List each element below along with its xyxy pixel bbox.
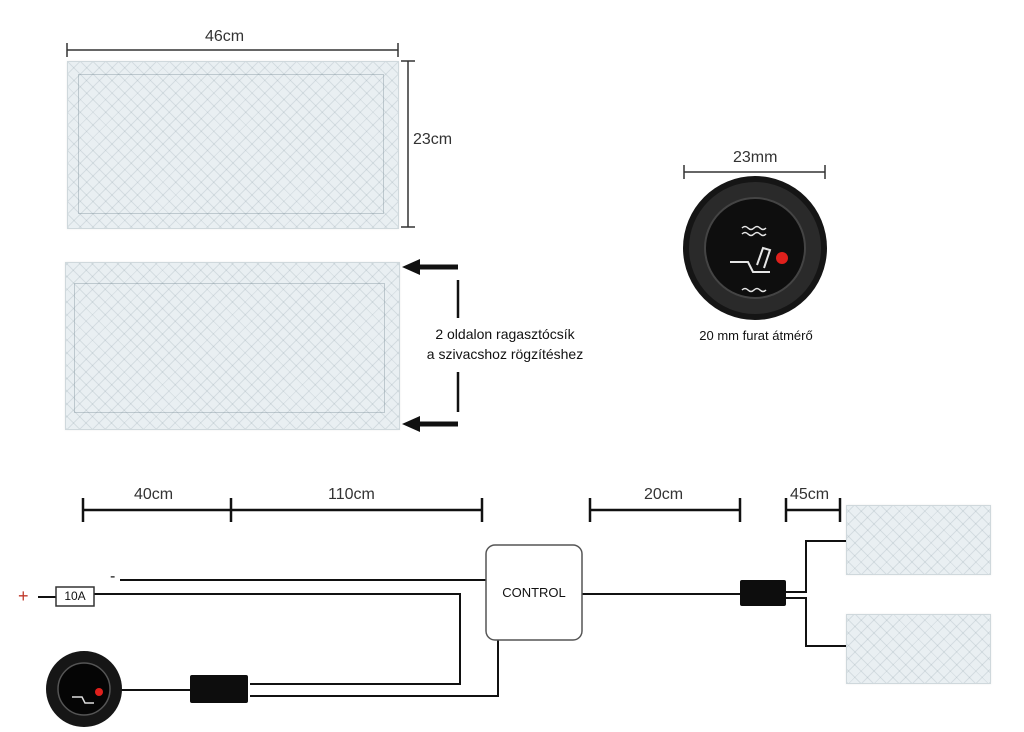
wire-length-20: 20cm <box>644 486 684 503</box>
adhesive-note: 2 oldalon ragasztócsík a szivacshoz rögz… <box>400 324 610 364</box>
small-switch-icon <box>46 651 122 727</box>
adhesive-note-line1: 2 oldalon ragasztócsík <box>435 326 575 342</box>
wires <box>38 540 846 697</box>
control-box <box>485 544 583 641</box>
adhesive-arrow-top <box>402 259 458 275</box>
heating-pad-top <box>67 61 399 229</box>
wire-length-45: 45cm <box>790 486 830 503</box>
switch-connector <box>190 675 248 703</box>
seat-icon <box>730 246 772 273</box>
switch-width-label: 23mm <box>733 149 778 166</box>
plus-sign: + <box>18 586 29 606</box>
height-dimension-line <box>401 60 415 228</box>
control-label: CONTROL <box>502 585 566 600</box>
wiring-dimension-lines <box>81 498 842 522</box>
switch-width-dimension-line <box>683 165 826 179</box>
pad-height-label: 23cm <box>413 131 453 148</box>
switch-hole-label: 20 mm furat átmérő <box>699 328 813 343</box>
wire-length-40: 40cm <box>134 486 174 503</box>
pad-splitter-connector <box>740 580 786 606</box>
heating-pad-small-2 <box>846 614 991 684</box>
fuse-label: 10A <box>64 589 86 603</box>
heat-wave-icon <box>741 225 767 293</box>
seat-heater-switch <box>683 176 827 320</box>
heating-pad-bottom <box>65 262 400 430</box>
width-dimension-line <box>66 43 399 57</box>
adhesive-arrow-bottom <box>402 416 458 432</box>
wire-length-110: 110cm <box>328 486 375 503</box>
heating-pad-small-1 <box>846 505 991 575</box>
minus-sign: - <box>110 568 116 585</box>
indicator-led <box>776 252 788 264</box>
pad-width-label: 46cm <box>205 28 245 45</box>
fuse-box <box>55 586 95 607</box>
adhesive-note-line2: a szivacshoz rögzítéshez <box>426 346 584 362</box>
